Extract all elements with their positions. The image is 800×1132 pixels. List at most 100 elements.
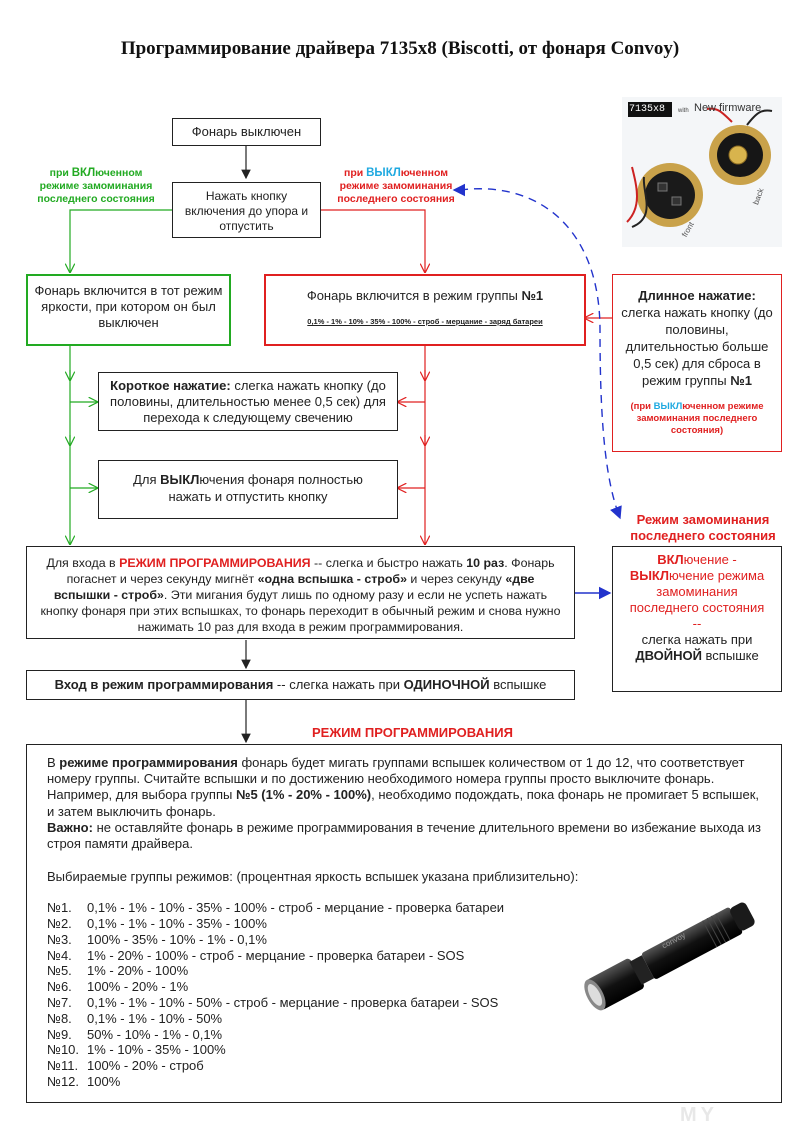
box-press-button-text: Нажать кнопку включения до упора и отпус… — [184, 189, 309, 233]
long-press-note-hl: ВЫКЛ — [653, 401, 683, 412]
prog-p4-b: «две вспышки - строб» — [53, 572, 535, 602]
long-press-num: №1 — [730, 373, 752, 388]
label-memory-on-post: юченном — [95, 167, 143, 179]
group-modes: 0,1% - 1% - 10% - 50% — [87, 1010, 223, 1026]
label-memory-mode: Режим замоминания последнего состояния — [618, 512, 788, 544]
label-memory-off-hl: ВЫКЛ — [366, 167, 401, 179]
driver-board-image — [626, 102, 773, 228]
box-long-press: Длинное нажатие: слегка нажать кнопку (д… — [612, 274, 782, 452]
group-row: №3. 100% - 35% - 10% - 1% - 0,1% — [47, 932, 761, 948]
group-row: №9.50% - 10% - 1% - 0,1% — [47, 1027, 761, 1043]
group-modes: 100% — [87, 1073, 121, 1089]
box-group1-text: Фонарь включится в режим группы — [306, 288, 522, 303]
driver-photo: 7135x8 with New firmware front back — [622, 97, 782, 247]
groups-title: Выбираемые группы режимов: (процентная я… — [47, 869, 579, 885]
group-row: №4. 1% - 20% - 100% - строб - мерцание - … — [47, 948, 761, 964]
group-row: №7.0,1% - 1% - 10% - 50% - строб - мерца… — [47, 995, 761, 1011]
group-number: №12. — [47, 1073, 80, 1089]
programming-mode-header: РЕЖИМ ПРОГРАММИРОВАНИЯ — [312, 725, 513, 740]
label-memory-off-pre: при — [343, 167, 367, 179]
group-number: №3. — [47, 931, 72, 947]
group-number: №11. — [47, 1058, 79, 1074]
toggle-l2b: ючение режима — [668, 568, 765, 583]
box-programming-entry: Для входа в РЕЖИМ ПРОГРАММИРОВАНИЯ -- сл… — [26, 546, 575, 639]
main-important-text: не оставляйте фонарь в режиме программир… — [47, 819, 761, 852]
flashlight-drawing — [584, 902, 755, 1011]
group-modes: 0,1% - 1% - 10% - 35% - 100% — [87, 916, 267, 932]
enter-tail: вспышке — [489, 677, 547, 692]
label-memory-off-line2: режиме замоминания — [339, 180, 453, 192]
main-p1d: №5 (1% - 20% - 100%) — [235, 787, 372, 803]
turn-off-post: ючения фонаря полностью нажать и отпусти… — [168, 472, 363, 504]
group-modes: 1% - 20% - 100% - строб - мерцание - про… — [87, 947, 465, 963]
enter-head: Вход в режим программирования — [54, 677, 274, 692]
main-p1c: фонарь будет мигать группами вспышек кол… — [47, 755, 745, 803]
group-number: №6. — [47, 979, 72, 995]
toggle-l7: ДВОЙНОЙ — [635, 648, 702, 663]
label-memory-mode-text: Режим замоминания последнего состояния — [630, 512, 776, 543]
box-turn-off: Для ВЫКЛючения фонаря полностью нажать и… — [98, 460, 398, 519]
group-modes: 100% - 35% - 10% - 1% - 0,1% — [87, 931, 267, 947]
group-row: №10.1% - 10% - 35% - 100% — [47, 1042, 761, 1058]
group-modes: 1% - 10% - 35% - 100% — [87, 1042, 226, 1058]
turn-off-hl: ВЫКЛ — [160, 472, 200, 487]
box-flashlight-off-text: Фонарь выключен — [191, 124, 302, 139]
groups-list: №1.0,1% - 1% - 10% - 35% - 100% - строб … — [47, 900, 761, 1090]
prog-p1-red: РЕЖИМ ПРОГРАММИРОВАНИЯ — [119, 556, 311, 570]
photo-firmware: New firmware — [694, 102, 762, 114]
box-toggle-memory: ВКЛючение - ВЫКЛючение режима замоминани… — [612, 546, 782, 692]
toggle-l1: ВКЛ — [657, 552, 684, 567]
box-short-press: Короткое нажатие: слегка нажать кнопку (… — [98, 372, 398, 431]
enter-b: ОДИНОЧНОЙ — [403, 677, 490, 692]
label-memory-on: при ВКЛюченном режиме замоминания послед… — [30, 167, 162, 206]
box-group1-num: №1 — [521, 288, 544, 303]
box-last-mode-text: Фонарь включится в тот режим яркости, пр… — [34, 283, 223, 330]
long-press-text: слегка нажать кнопку (до половины, длите… — [621, 305, 773, 388]
label-memory-on-pre: при — [49, 167, 72, 179]
prog-p1: Для входа в — [46, 556, 120, 570]
box-enter-programming: Вход в режим программирования -- слегка … — [26, 670, 575, 700]
group-modes: 0,1% - 1% - 10% - 35% - 100% - строб - м… — [87, 900, 505, 916]
group-row: №11. 100% - 20% - строб — [47, 1058, 761, 1074]
short-press-head: Короткое нажатие: — [110, 378, 231, 393]
box-group1: Фонарь включится в режим группы №1 0,1% … — [264, 274, 586, 346]
label-memory-on-line3: последнего состояния — [37, 193, 155, 205]
group-modes: 100% - 20% - строб — [87, 1058, 204, 1074]
group-row: №2. 0,1% - 1% - 10% - 35% - 100% — [47, 916, 761, 932]
box-group1-modes: 0,1% - 1% - 10% - 35% - 100% - строб - м… — [307, 317, 543, 326]
group-row: №6.100% - 20% - 1% — [47, 979, 761, 995]
box-programming-details: В режиме программирования фонарь будет м… — [26, 744, 782, 1103]
box-press-button: Нажать кнопку включения до упора и отпус… — [172, 182, 321, 238]
toggle-l1b: ючение - — [683, 552, 737, 567]
page-title: Программирование драйвера 7135x8 (Biscot… — [120, 38, 680, 59]
group-row: №12. 100% — [47, 1074, 761, 1090]
label-memory-off-post: юченном — [400, 167, 449, 179]
photo-with: with — [678, 108, 689, 114]
main-p1b: режиме программирования — [59, 755, 238, 770]
long-press-note-post: юченном режиме замоминания последнего со… — [636, 401, 764, 436]
prog-p4: и через секунду — [406, 572, 506, 586]
group-modes: 0,1% - 1% - 10% - 50% - строб - мерцание… — [87, 995, 499, 1010]
group-modes: 50% - 10% - 1% - 0,1% — [87, 1026, 223, 1042]
toggle-l4: последнего состояния — [629, 600, 765, 615]
photo-badge: 7135x8 — [629, 104, 666, 115]
watermark: MY — [680, 1104, 718, 1126]
long-press-note-pre: (при — [630, 401, 654, 412]
label-memory-on-hl: ВКЛ — [71, 167, 96, 179]
box-last-mode: Фонарь включится в тот режим яркости, пр… — [26, 274, 231, 346]
group-row: №1.0,1% - 1% - 10% - 35% - 100% - строб … — [47, 900, 761, 916]
prog-p2-b: 10 раз — [466, 556, 505, 570]
main-p1e: , необходимо подождать, пока фонарь не п… — [47, 787, 759, 819]
toggle-l2: ВЫКЛ — [629, 568, 669, 583]
turn-off-pre: Для — [133, 472, 161, 487]
flashlight-image: convoy — [565, 880, 775, 1030]
prog-p3-b: «одна вспышка - строб» — [257, 572, 407, 586]
main-important-label: Важно: — [47, 819, 93, 835]
group-row: №8.0,1% - 1% - 10% - 50% — [47, 1011, 761, 1027]
label-memory-off-line3: последнего состояния — [337, 193, 455, 205]
group-number: №4. — [47, 947, 72, 963]
toggle-l3: замоминания — [656, 584, 738, 599]
group-number: №2. — [47, 916, 72, 932]
main-p1a: В — [47, 755, 60, 770]
